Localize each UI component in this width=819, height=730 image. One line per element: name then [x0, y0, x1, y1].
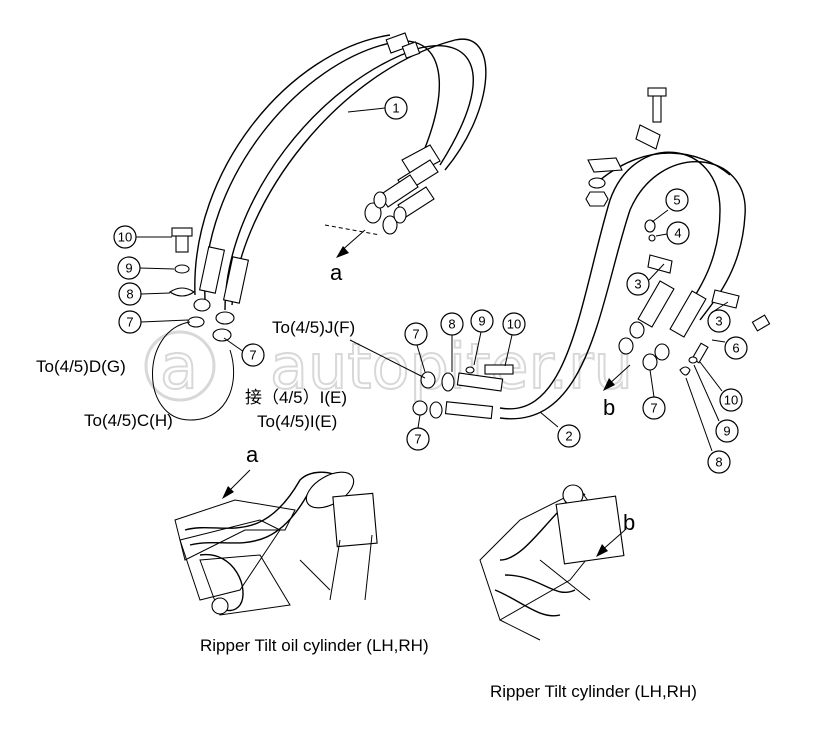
- callout-7-right: 7: [642, 369, 666, 420]
- label-to-d: To(4/5)D(G): [36, 357, 126, 376]
- callout-10-right-text: 10: [724, 393, 738, 408]
- callout-5: 5: [651, 188, 689, 223]
- callout-8-left-text: 8: [126, 287, 133, 302]
- callout-9-right: 9: [693, 364, 739, 443]
- caption-right: Ripper Tilt cylinder (LH,RH): [490, 682, 697, 701]
- callout-7-mid-bottom: 7: [406, 414, 430, 451]
- callout-7-mid-bottom-text: 7: [414, 432, 421, 447]
- detail-a-drawing: [174, 469, 378, 616]
- callout-8-mid: 8: [440, 312, 464, 372]
- callout-10-mid: 10: [502, 312, 526, 367]
- label-to-i: To(4/5)I(E): [257, 412, 337, 431]
- hose-2: [499, 87, 746, 420]
- callout-3-upper: 3: [626, 263, 665, 296]
- callout-9-left: 9: [117, 256, 175, 280]
- middle-fittings: [349, 339, 514, 420]
- callout-2: 2: [539, 411, 581, 448]
- callout-4: 4: [655, 221, 690, 245]
- label-to-j: To(4/5)J(F): [272, 318, 355, 337]
- callout-2-text: 2: [565, 429, 572, 444]
- callout-3-lower-text: 3: [715, 314, 722, 329]
- caption-left: Ripper Tilt oil cylinder (LH,RH): [200, 636, 429, 655]
- callout-6: 6: [711, 336, 748, 360]
- callout-10-mid-text: 10: [507, 317, 521, 332]
- watermark-left: a: [160, 330, 198, 403]
- view-letter-a-detail: a: [246, 442, 259, 467]
- callout-8-right: 8: [685, 377, 731, 474]
- label-to-c: To(4/5)C(H): [84, 411, 173, 430]
- callout-8-left: 8: [118, 282, 171, 306]
- callout-7-left: 7: [118, 310, 189, 334]
- port-leader-d-c: [152, 321, 235, 421]
- callout-3-lower: 3: [707, 301, 731, 333]
- callout-7-left-b: 7: [223, 337, 265, 367]
- watermark-circle: [144, 330, 216, 402]
- callout-9-right-text: 9: [723, 424, 730, 439]
- watermark: a autopiter.ru: [144, 329, 634, 404]
- callout-10-left: 10: [113, 225, 172, 249]
- left-fasteners: [169, 227, 195, 297]
- callout-7-left-b-text: 7: [249, 348, 256, 363]
- callout-6-text: 6: [732, 341, 739, 356]
- right-fasteners: [644, 219, 771, 376]
- view-letter-b-detail: b: [623, 510, 635, 535]
- callout-10-left-text: 10: [118, 230, 132, 245]
- callout-9-mid-text: 9: [478, 314, 485, 329]
- hose-1: [187, 32, 487, 342]
- view-letter-b-top: b: [603, 395, 615, 420]
- callout-9-left-text: 9: [125, 261, 132, 276]
- label-jie-i: 接（4/5）I(E): [245, 388, 347, 407]
- callout-5-text: 5: [673, 193, 680, 208]
- callout-8-mid-text: 8: [448, 317, 455, 332]
- callout-1: 1: [347, 96, 408, 120]
- callout-3-upper-text: 3: [634, 277, 641, 292]
- detail-b-drawing: [479, 484, 626, 641]
- callout-10-right: 10: [699, 361, 743, 412]
- callout-8-right-text: 8: [715, 455, 722, 470]
- view-letter-a-top: a: [330, 260, 343, 285]
- callout-9-mid: 9: [470, 309, 494, 366]
- callout-7-mid-top-text: 7: [412, 327, 419, 342]
- callout-7-right-text: 7: [650, 401, 657, 416]
- callout-7-mid-top: 7: [404, 322, 428, 373]
- callout-1-text: 1: [392, 101, 399, 116]
- callout-4-text: 4: [674, 226, 681, 241]
- callout-7-left-text: 7: [126, 315, 133, 330]
- watermark-text: autopiter.ru: [270, 330, 633, 403]
